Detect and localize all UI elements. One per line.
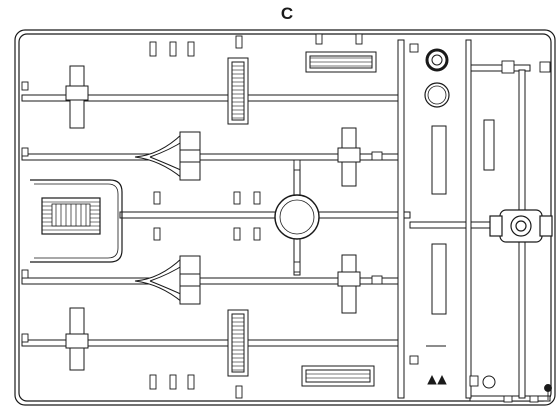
attachment-gates <box>21 33 551 399</box>
sprue-letter-label: C <box>280 4 294 23</box>
ring-parts <box>424 48 496 389</box>
horizontal-parts <box>301 51 377 387</box>
bottom-right-parts <box>426 345 552 403</box>
center-hub <box>274 194 320 240</box>
vertical-parts <box>65 57 495 377</box>
v-bracket-upper <box>134 131 201 181</box>
left-frame-part <box>30 179 123 263</box>
right-hub-assembly <box>489 209 553 243</box>
v-bracket-lower <box>134 255 201 305</box>
